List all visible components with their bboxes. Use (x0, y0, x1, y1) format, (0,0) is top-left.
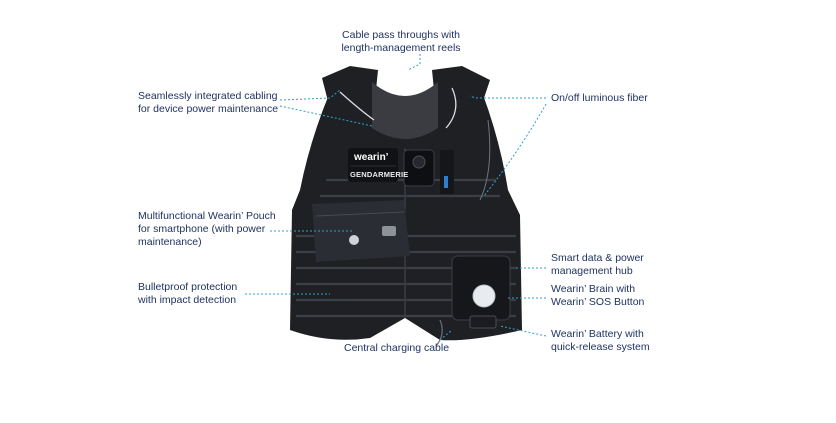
battery-icon (469, 315, 497, 329)
callout-bulletproof: Bulletproof protection with impact detec… (138, 281, 238, 306)
sos-button-icon (472, 284, 496, 308)
callout-data-hub: Smart data & power management hub (551, 252, 644, 277)
radio-device (440, 150, 454, 194)
chest-patch (348, 148, 398, 182)
callout-cable-pass: Cable pass throughs with length-manageme… (341, 29, 461, 54)
patch-brand-text: wearin’ (354, 152, 389, 163)
callout-charging-cable: Central charging cable (344, 342, 450, 354)
patch-unit-text: GENDARMERIE (350, 170, 409, 179)
leader-lines (245, 54, 547, 341)
callout-battery: Wearin’ Battery with quick-release syste… (551, 328, 650, 353)
callout-integrated-cabling: Seamlessly integrated cabling for device… (138, 90, 279, 115)
callout-luminous-fiber: On/off luminous fiber (551, 92, 648, 104)
callout-pouch: Multifunctional Wearin’ Pouch for smartp… (138, 210, 276, 248)
callout-brain: Wearin’ Brain with Wearin’ SOS Button (551, 283, 645, 308)
